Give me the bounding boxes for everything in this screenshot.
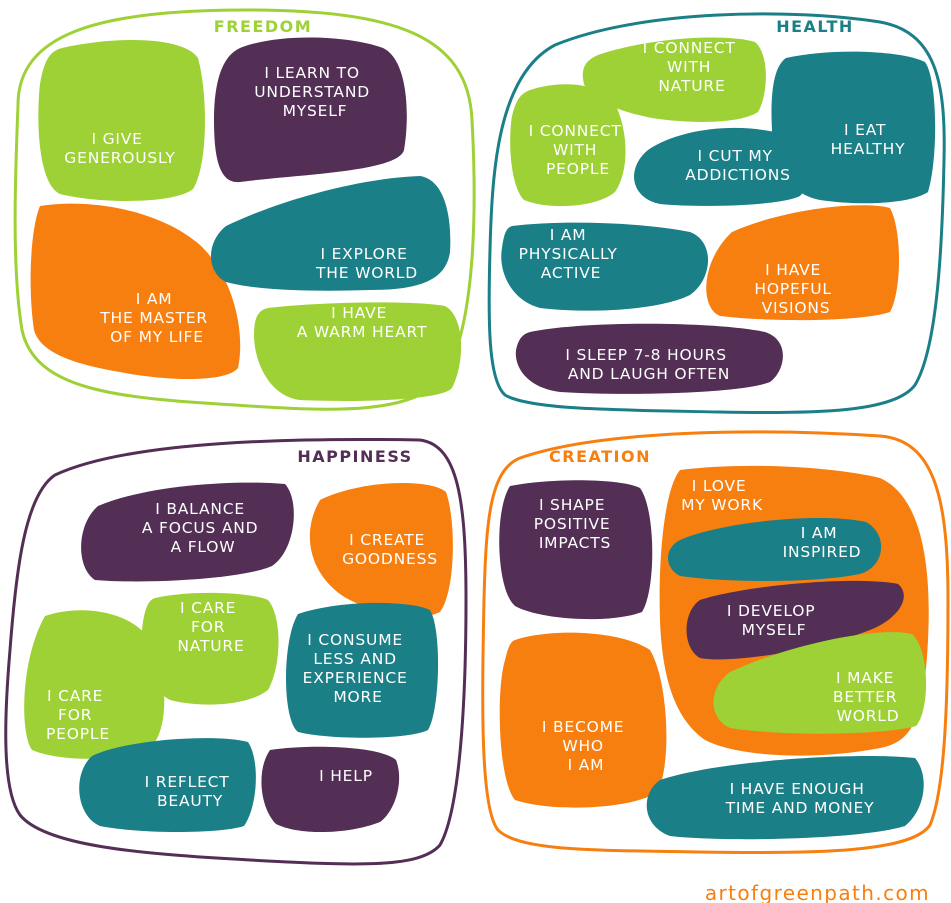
item-label: I reflect beauty: [145, 773, 236, 810]
blob: [211, 176, 451, 291]
blob: [713, 632, 927, 734]
item-shape-positive-impacts: I shape positive impacts: [499, 480, 653, 620]
item-label: I care for people: [46, 687, 110, 743]
item-label: I make better world: [833, 669, 903, 725]
blob: [582, 37, 766, 122]
item-consume-less: I consume less and experience more: [286, 602, 439, 738]
item-label: I care for nature: [177, 599, 244, 655]
item-label: I explore the world: [315, 245, 418, 282]
item-label: I consume less and experience more: [303, 631, 414, 706]
quadrant-freedom: Freedom I give generously I learn to und…: [13, 8, 476, 411]
blob: [254, 302, 462, 401]
item-physically-active: I am physically active: [501, 222, 709, 311]
item-label: I have hopeful visions: [754, 261, 837, 317]
blob: [30, 203, 241, 379]
item-label: I connect with people: [529, 122, 628, 178]
item-label: I create goodness: [342, 531, 438, 568]
happiness-title: Happiness: [297, 447, 412, 466]
item-master-of-my-life: I am the master of my life: [30, 203, 241, 379]
blob: [771, 51, 936, 204]
blob: [261, 746, 400, 833]
item-label: I learn to understand myself: [254, 64, 375, 120]
item-warm-heart: I have a warm heart: [254, 302, 462, 401]
item-sleep-laugh: I sleep 7-8 hours and laugh often: [515, 323, 783, 394]
item-label: I develop myself: [727, 602, 821, 639]
blob: [686, 580, 904, 660]
item-label: I sleep 7-8 hours and laugh often: [565, 346, 732, 383]
item-eat-healthy: I eat healthy: [771, 51, 936, 204]
item-am-inspired: I am inspired: [668, 518, 882, 581]
blob: [79, 738, 256, 832]
health-title: Health: [776, 17, 854, 36]
blob: [24, 610, 165, 759]
footer-url[interactable]: artofgreenpath.com: [705, 881, 930, 903]
blob: [38, 39, 205, 201]
item-develop-myself: I develop myself: [686, 580, 904, 660]
item-hopeful-visions: I have hopeful visions: [706, 205, 899, 321]
item-learn-understand-myself: I learn to understand myself: [214, 37, 407, 183]
blob: [286, 602, 439, 738]
item-label: I have enough time and money: [725, 780, 875, 817]
item-label: I give generously: [64, 130, 175, 167]
item-label: I shape positive impacts: [534, 496, 617, 552]
blob: [634, 127, 807, 206]
item-label: I am the master of my life: [99, 290, 213, 346]
item-label: I cut my addictions: [685, 147, 791, 184]
quadrant-happiness: Happiness I balance a focus and a flow I…: [4, 437, 468, 866]
blob: [501, 222, 709, 311]
blob: [309, 482, 453, 617]
blob: [668, 518, 882, 581]
quadrant-creation: Creation I shape positive impacts I love…: [481, 430, 950, 855]
item-cut-addictions: I cut my addictions: [634, 127, 807, 206]
item-label: I help: [319, 767, 373, 785]
item-label: I become who I am: [542, 718, 630, 774]
creation-title: Creation: [549, 447, 651, 466]
item-enough-time-money: I have enough time and money: [646, 756, 924, 840]
blob: [706, 205, 899, 321]
item-connect-with-nature: I connect with nature: [582, 37, 766, 122]
item-become-who-i-am: I become who I am: [499, 632, 667, 808]
item-help: I help: [261, 746, 400, 833]
item-label: I connect with nature: [643, 39, 742, 95]
blob: [214, 37, 407, 183]
item-label: I balance a focus and a flow: [142, 500, 264, 556]
item-label: I have a warm heart: [297, 304, 427, 341]
item-care-for-people: I care for people: [24, 610, 165, 759]
item-make-better-world: I make better world: [713, 632, 927, 734]
blob: [499, 480, 653, 620]
item-connect-with-people: I connect with people: [510, 84, 628, 207]
freedom-title: Freedom: [214, 17, 312, 36]
item-label: I am physically active: [519, 226, 624, 282]
blob: [81, 482, 294, 582]
item-balance-focus-flow: I balance a focus and a flow: [81, 482, 294, 582]
item-reflect-beauty: I reflect beauty: [79, 738, 256, 832]
item-give-generously: I give generously: [38, 39, 205, 201]
item-label: I love my work: [681, 477, 763, 514]
blob: [141, 592, 279, 705]
blob: [510, 84, 626, 207]
quadrant-health: Health I connect with nature I connect w…: [487, 12, 946, 415]
blob: [646, 756, 924, 840]
blob: [515, 323, 783, 394]
health-outline: [487, 12, 946, 415]
creation-outline: [481, 430, 950, 855]
happiness-outline: [4, 437, 468, 866]
item-label: I am inspired: [783, 524, 862, 561]
item-create-goodness: I create goodness: [309, 482, 453, 617]
blob: [499, 632, 667, 808]
item-explore-world: I explore the world: [211, 176, 451, 291]
item-care-for-nature: I care for nature: [141, 592, 279, 705]
item-label: I eat healthy: [831, 121, 906, 158]
